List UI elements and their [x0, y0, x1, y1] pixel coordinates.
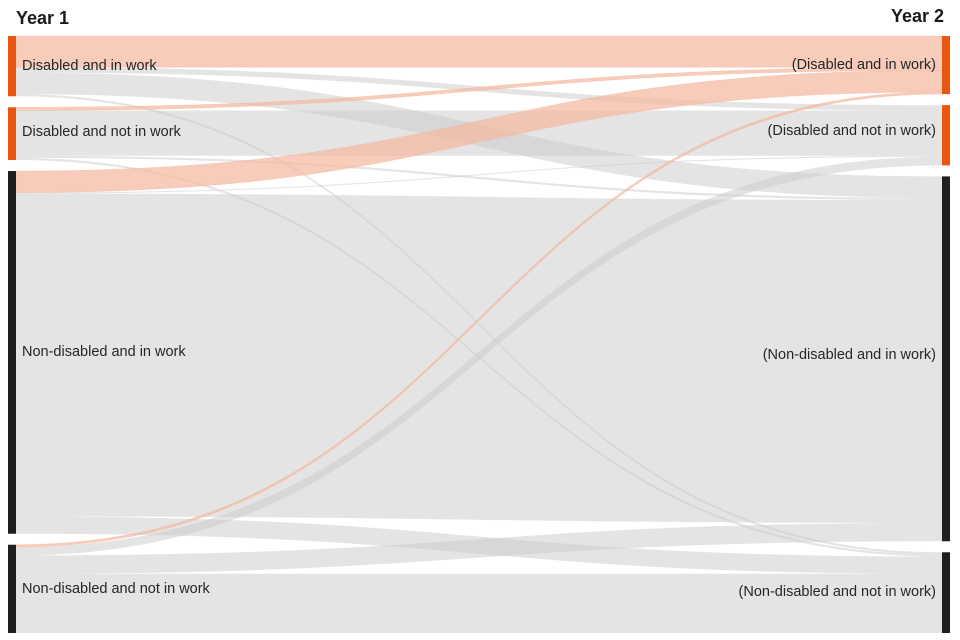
flow-l3-to-r1 [16, 156, 942, 556]
node-layer [8, 36, 950, 633]
right-node-bar-r0 [942, 36, 950, 95]
left-node-bar-l0 [8, 36, 16, 97]
right-node-label-non-disabled-in-work: (Non-disabled and in work) [763, 347, 936, 363]
left-node-label-disabled-in-work: Disabled and in work [22, 58, 157, 74]
right-node-label-disabled-in-work: (Disabled and in work) [792, 57, 936, 73]
left-node-bar-l1 [8, 107, 16, 161]
left-header: Year 1 [16, 8, 69, 28]
left-node-bar-l2 [8, 171, 16, 534]
label-layer: Year 1 Year 2 Disabled and in work Disab… [16, 6, 944, 600]
right-node-bar-r3 [942, 552, 950, 633]
flow-l2-to-r1 [16, 155, 942, 194]
right-header: Year 2 [891, 6, 944, 26]
right-node-bar-r2 [942, 176, 950, 542]
right-node-label-disabled-not-in-work: (Disabled and not in work) [768, 123, 936, 139]
flow-layer [15, 35, 943, 633]
flow-l1-to-r2 [16, 155, 942, 201]
flow-l3-to-r2 [16, 522, 942, 574]
right-node-bar-r1 [942, 105, 950, 166]
left-node-label-disabled-not-in-work: Disabled and not in work [22, 124, 182, 140]
left-node-label-non-disabled-not-in-work: Non-disabled and not in work [22, 581, 211, 597]
flow-l3-to-r3 [16, 573, 942, 633]
right-node-label-non-disabled-not-in-work: (Non-disabled and not in work) [739, 584, 936, 600]
left-node-bar-l3 [8, 544, 16, 633]
left-node-label-non-disabled-in-work: Non-disabled and in work [22, 344, 186, 360]
